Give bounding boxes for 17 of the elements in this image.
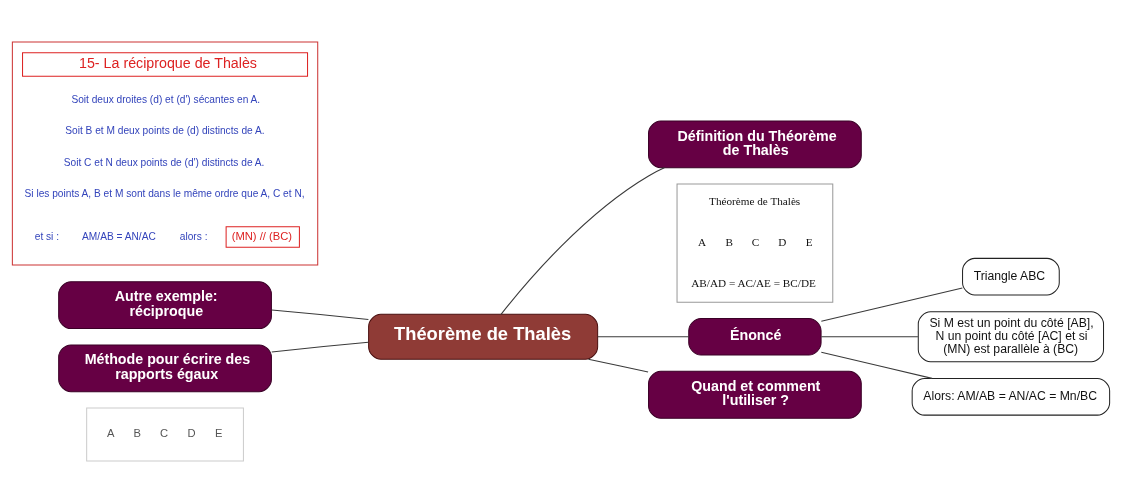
node-box: Définition du Théorème de Thalès bbox=[648, 120, 862, 169]
connector bbox=[587, 358, 649, 373]
node-box: Autre exemple: réciproque bbox=[58, 281, 272, 330]
connector bbox=[597, 336, 690, 338]
node-box: Triangle ABC bbox=[962, 257, 1060, 296]
connector bbox=[271, 309, 369, 321]
connector bbox=[271, 341, 369, 353]
node-box: Quand et comment l'utiliser ? bbox=[648, 370, 862, 419]
node-box: Théorème de Thalès bbox=[368, 313, 599, 360]
node-box: Si M est un point du côté [AB], N un point du côté [AC] et si (MN) est parallèle à (BC) bbox=[917, 311, 1105, 363]
node-box: Méthode pour écrire des rapports égaux bbox=[58, 344, 272, 393]
connector bbox=[500, 167, 665, 315]
connector bbox=[820, 287, 963, 322]
connector bbox=[820, 336, 919, 338]
connector bbox=[820, 351, 933, 379]
node-box: Alors: AM/AB = AN/AC = Mn/BC bbox=[911, 377, 1111, 416]
node-box: Énoncé bbox=[688, 317, 822, 356]
